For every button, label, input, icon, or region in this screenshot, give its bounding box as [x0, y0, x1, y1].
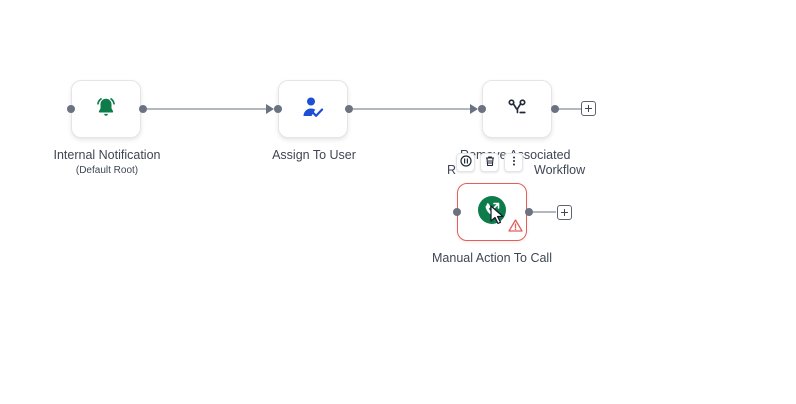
port-in[interactable]: [274, 105, 282, 113]
user-check-icon: [301, 95, 325, 124]
node-label-line2-end: Workflow: [534, 163, 586, 177]
port-out[interactable]: [345, 105, 353, 113]
pause-button[interactable]: [456, 153, 475, 172]
port-out[interactable]: [139, 105, 147, 113]
delete-button[interactable]: [480, 153, 499, 172]
node-assign-to-user[interactable]: [278, 80, 348, 138]
trash-icon: [484, 154, 496, 172]
bell-ringing-icon: [95, 96, 117, 123]
port-out[interactable]: [551, 105, 559, 113]
port-in[interactable]: [67, 105, 75, 113]
branch-icon: [506, 96, 528, 123]
warning-icon: [508, 219, 523, 237]
more-options-button[interactable]: [504, 153, 523, 172]
add-step-button[interactable]: [557, 205, 572, 220]
more-vertical-icon: [508, 154, 520, 172]
edge-arrowhead: [266, 104, 274, 114]
node-label: Assign To User: [272, 148, 356, 162]
port-in[interactable]: [453, 208, 461, 216]
pause-icon: [459, 154, 472, 172]
add-step-button[interactable]: [581, 101, 596, 116]
node-manual-action-call[interactable]: [457, 183, 527, 241]
node-label: Manual Action To Call: [432, 251, 552, 265]
node-internal-notification[interactable]: [71, 80, 141, 138]
node-sublabel: (Default Root): [75, 165, 139, 176]
node-remove-associated[interactable]: [482, 80, 552, 138]
port-out[interactable]: [525, 208, 533, 216]
node-label-line2-start: R: [447, 163, 457, 177]
cursor-icon: [490, 205, 506, 230]
edge-arrowhead: [470, 104, 478, 114]
node-label: Internal Notification: [53, 148, 161, 162]
node-toolbar: [456, 153, 523, 173]
port-in[interactable]: [478, 105, 486, 113]
